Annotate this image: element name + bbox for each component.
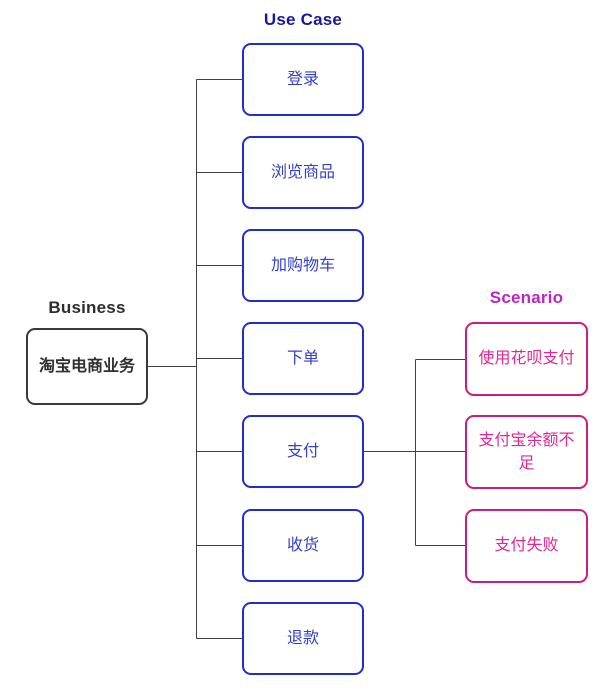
node-add-to-cart: 加购物车 [242, 229, 364, 302]
node-add-to-cart-label: 加购物车 [270, 256, 335, 274]
node-pay-with-huabei-label: 使用花呗支付 [478, 350, 575, 368]
node-business-label: 淘宝电商业务 [38, 357, 135, 375]
node-receive-goods: 收货 [242, 509, 364, 582]
node-pay-with-huabei: 使用花呗支付 [465, 322, 588, 396]
node-refund-label: 退款 [286, 629, 319, 647]
scenario-header: Scenario [489, 288, 564, 307]
node-place-order: 下单 [242, 322, 364, 395]
node-payment-failed: 支付失败 [465, 509, 588, 583]
node-browse-products: 浏览商品 [242, 136, 364, 209]
node-payment-failed-label: 支付失败 [494, 537, 559, 555]
node-pay-label: 支付 [286, 442, 319, 460]
usecase-header: Use Case [263, 10, 343, 29]
business-header: Business [48, 298, 126, 317]
node-refund: 退款 [242, 602, 364, 675]
node-place-order-label: 下单 [286, 349, 319, 367]
node-alipay-insufficient-balance-label: 支付宝余额不足 [478, 431, 575, 472]
node-pay: 支付 [242, 415, 364, 488]
node-alipay-insufficient-balance: 支付宝余额不足 [465, 415, 588, 489]
node-login-label: 登录 [286, 70, 319, 88]
node-receive-goods-label: 收货 [286, 536, 319, 554]
node-browse-products-label: 浏览商品 [270, 163, 335, 181]
node-login: 登录 [242, 43, 364, 116]
node-business: 淘宝电商业务 [26, 328, 148, 405]
